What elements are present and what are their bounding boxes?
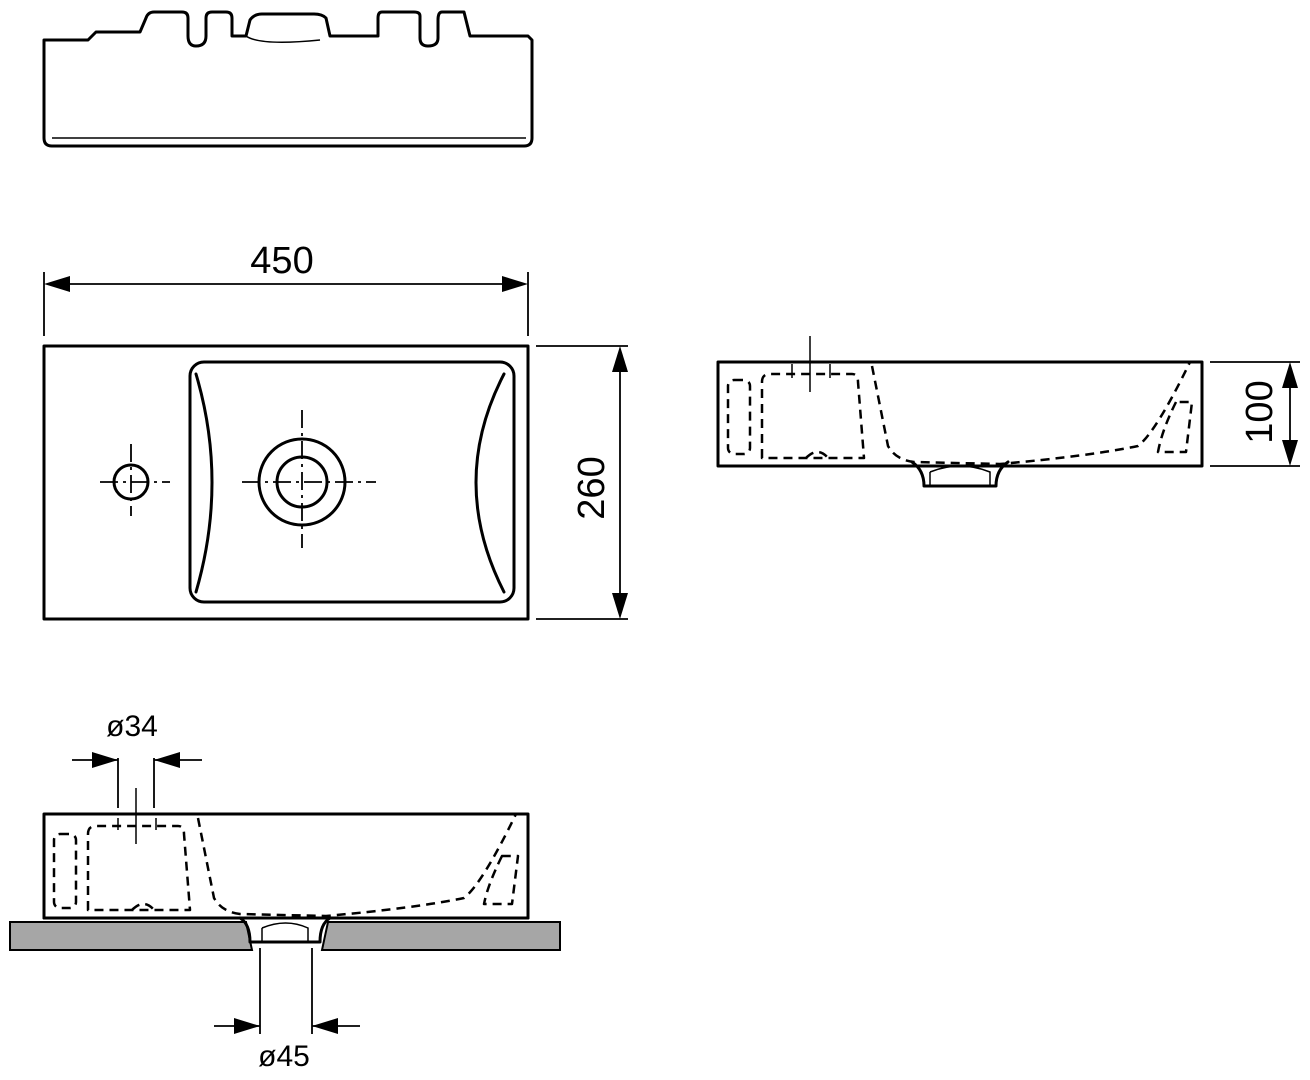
height-dimension: 100: [1210, 361, 1300, 467]
tap-hole-label: ø34: [106, 710, 158, 743]
drain-hole-label: ø45: [258, 1040, 310, 1073]
height-label: 100: [1239, 380, 1281, 443]
width-label: 450: [250, 240, 313, 282]
installed-section-view: ø34 ø45: [9, 710, 561, 1073]
drain-hole-dimension: ø45: [214, 948, 360, 1073]
plan-view: 450 260: [42, 240, 628, 621]
tap-hole-plan: [100, 444, 170, 516]
depth-label: 260: [571, 456, 613, 519]
countertop: [9, 921, 254, 951]
width-dimension: 450: [43, 240, 529, 336]
depth-dimension: 260: [536, 345, 628, 620]
side-section-view: 100: [716, 336, 1300, 488]
top-edge-view: [42, 10, 534, 148]
tap-hole-dimension: ø34: [72, 710, 202, 808]
drain-hole-plan: [242, 410, 376, 548]
